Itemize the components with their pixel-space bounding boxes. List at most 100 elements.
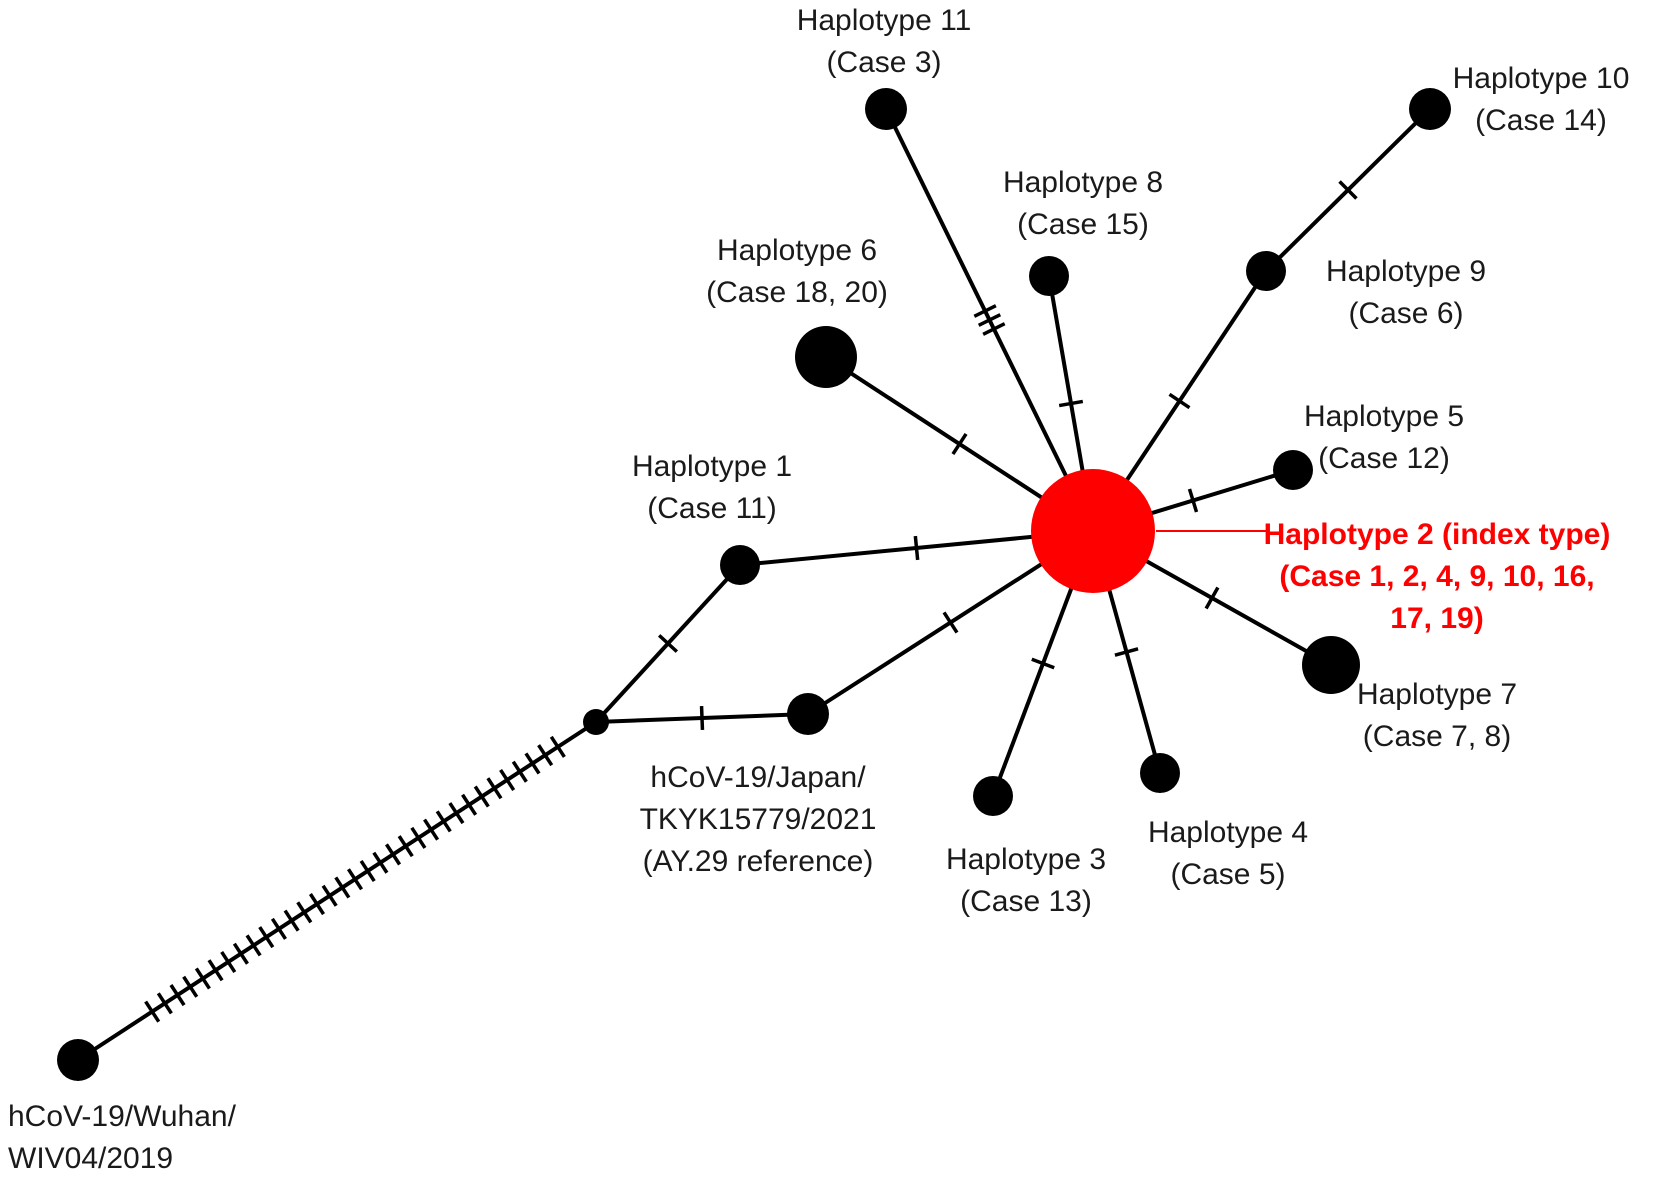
label-h6-line-1: Haplotype 6: [717, 234, 877, 267]
label-ay29-line-2: TKYK15779/2021: [640, 803, 877, 836]
node-h3: [973, 776, 1013, 816]
label-h3: Haplotype 3(Case 13): [946, 843, 1106, 918]
label-h6-line-2: (Case 18, 20): [706, 276, 888, 309]
mutation-tick-median-wuhan-14: [385, 843, 402, 866]
mutation-tick-median-wuhan-27: [220, 950, 237, 973]
mutation-tick-index-h6-1: [951, 432, 968, 456]
mutation-tick-median-wuhan-7: [473, 785, 490, 808]
label-h10-line-2: (Case 14): [1475, 104, 1607, 137]
label-h5: Haplotype 5 (Case 12): [1304, 400, 1464, 475]
mutation-tick-median-wuhan-1: [549, 735, 566, 758]
mutation-tick-median-wuhan-3: [524, 752, 541, 775]
mutation-tick-index-ay29-1: [942, 611, 959, 634]
mutation-tick-median-wuhan-2: [537, 744, 554, 767]
label-wuhan-line-1: hCoV-19/Wuhan/: [8, 1100, 237, 1133]
node-h4: [1140, 753, 1180, 793]
label-h10-line-1: Haplotype 10: [1453, 62, 1630, 95]
label-h9: Haplotype 9 (Case 6): [1326, 255, 1486, 330]
mutation-tick-median-wuhan-10: [435, 810, 452, 833]
label-h7-line-1: Haplotype 7: [1357, 678, 1517, 711]
mutation-tick-median-wuhan-31: [169, 984, 186, 1007]
mutation-tick-median-wuhan-25: [245, 934, 262, 957]
label-ay29-line-1: hCoV-19/Japan/: [650, 761, 866, 794]
mutation-tick-median-wuhan-4: [511, 760, 528, 783]
mutation-tick-index-h4-1: [1114, 647, 1139, 657]
label-h4-line-1: Haplotype 4: [1148, 816, 1308, 849]
node-h10: [1409, 88, 1451, 130]
label-wuhan: hCoV-19/Wuhan/WIV04/2019: [8, 1100, 237, 1175]
label-index-line-1: Haplotype 2 (index type): [1264, 518, 1611, 551]
mutation-tick-index-h9-1: [1168, 392, 1191, 410]
node-h8: [1029, 256, 1069, 296]
label-h4: Haplotype 4 (Case 5): [1148, 816, 1308, 891]
label-h10: Haplotype 10 (Case 14): [1453, 62, 1630, 137]
label-h11: Haplotype 11 (Case 3): [797, 4, 972, 79]
mutation-tick-median-wuhan-23: [270, 917, 287, 940]
label-h8: Haplotype 8(Case 15): [1003, 166, 1163, 241]
label-ay29: hCoV-19/Japan/TKYK15779/2021 (AY.29 refer…: [640, 761, 877, 878]
node-h7: [1302, 636, 1360, 694]
node-h5: [1273, 450, 1313, 490]
label-h11-line-2: (Case 3): [826, 46, 941, 79]
node-wuhan: [57, 1039, 99, 1081]
label-h8-line-1: Haplotype 8: [1003, 166, 1163, 199]
label-h7: Haplotype 7(Case 7, 8): [1357, 678, 1517, 753]
label-h9-line-2: (Case 6): [1348, 297, 1463, 330]
mutation-tick-median-wuhan-24: [258, 926, 275, 949]
mutation-tick-index-h1-1: [913, 535, 920, 561]
node-ay29: [787, 693, 829, 735]
label-h1: Haplotype 1 (Case 11): [632, 450, 792, 525]
mutation-tick-median-wuhan-6: [486, 777, 503, 800]
label-h3-line-2: (Case 13): [960, 885, 1092, 918]
label-ay29-line-3: (AY.29 reference): [643, 845, 874, 878]
mutation-tick-index-h3-1: [1031, 657, 1055, 670]
mutation-tick-median-wuhan-8: [461, 793, 478, 816]
label-h5-line-2: (Case 12): [1318, 442, 1450, 475]
label-index: Haplotype 2 (index type) (Case 1, 2, 4, 9…: [1264, 518, 1611, 635]
label-h1-line-2: (Case 11): [647, 492, 777, 525]
mutation-tick-median-wuhan-17: [346, 868, 364, 891]
label-h6: Haplotype 6 (Case 18, 20): [706, 234, 888, 309]
mutation-tick-median-wuhan-33: [144, 1000, 161, 1023]
label-index-line-3: 17, 19): [1390, 602, 1483, 635]
label-h9-line-1: Haplotype 9: [1326, 255, 1486, 288]
mutation-tick-median-wuhan-32: [156, 992, 173, 1015]
mutation-tick-median-wuhan-13: [397, 835, 414, 858]
node-h11: [865, 88, 907, 130]
mutation-tick-median-wuhan-29: [194, 967, 211, 990]
mutation-tick-median-wuhan-22: [283, 909, 300, 932]
label-wuhan-line-2: WIV04/2019: [8, 1142, 173, 1175]
label-h11-line-1: Haplotype 11: [797, 4, 972, 37]
mutation-tick-median-wuhan-15: [372, 851, 389, 874]
node-h9: [1246, 251, 1286, 291]
label-h4-line-2: (Case 5): [1170, 858, 1285, 891]
mutation-tick-h9-h10-1: [1338, 180, 1358, 200]
mutation-tick-median-wuhan-21: [296, 901, 313, 924]
edge-median-wuhan: [76, 720, 598, 1062]
node-index: [1031, 469, 1155, 593]
mutation-tick-median-wuhan-16: [359, 859, 376, 882]
mutation-tick-median-wuhan-9: [448, 802, 465, 825]
mutation-tick-median-wuhan-20: [308, 893, 325, 916]
node-median: [583, 709, 609, 735]
labels-layer: Haplotype 2 (index type) (Case 1, 2, 4, 9…: [8, 4, 1629, 1175]
mutation-tick-index-h5-1: [1187, 488, 1199, 513]
mutation-tick-index-h11-2: [977, 313, 1002, 327]
label-h5-line-1: Haplotype 5: [1304, 400, 1464, 433]
mutation-tick-ay29-median-1: [699, 705, 705, 731]
mutation-tick-index-h11-3: [973, 304, 997, 318]
mutation-tick-median-wuhan-5: [499, 768, 516, 791]
mutation-tick-median-wuhan-30: [182, 975, 199, 998]
mutation-tick-median-wuhan-28: [207, 959, 224, 982]
mutation-tick-median-wuhan-11: [423, 818, 440, 841]
node-h1: [720, 545, 760, 585]
mutation-tick-index-h11-1: [982, 322, 1006, 336]
mutation-tick-median-wuhan-19: [321, 884, 338, 907]
label-index-line-2: (Case 1, 2, 4, 9, 10, 16,: [1279, 560, 1594, 593]
label-h1-line-1: Haplotype 1: [632, 450, 792, 483]
mutation-tick-index-h7-1: [1204, 586, 1220, 610]
mutation-tick-median-wuhan-26: [232, 942, 249, 965]
mutation-tick-h1-median-1: [657, 634, 679, 653]
mutation-tick-median-wuhan-18: [334, 876, 351, 899]
